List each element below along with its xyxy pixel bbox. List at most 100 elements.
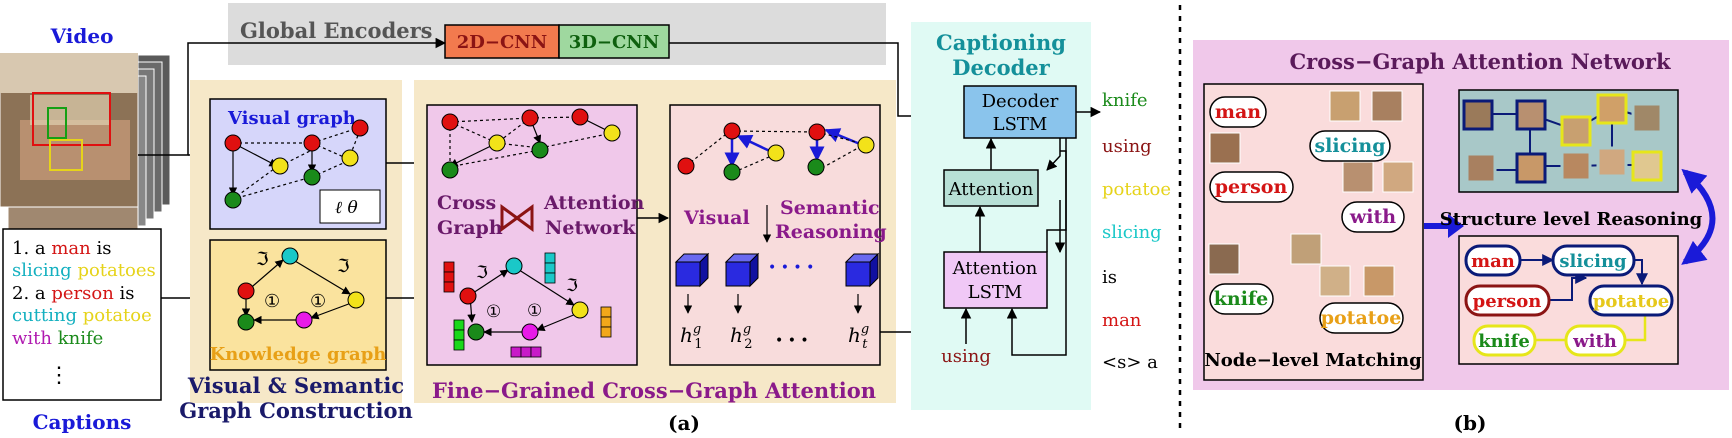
struct-word-knife: knife — [1478, 331, 1530, 352]
node-matching-word-pills — [1209, 96, 1405, 334]
word-slicing: slicing — [1314, 135, 1385, 157]
knowledge-graph-nodes — [237, 247, 365, 331]
cga-edge-label-3: ① — [486, 302, 501, 322]
captions-box — [2, 228, 162, 401]
struct-word-potatoe: potatoe — [1593, 291, 1669, 312]
output-word: man — [1102, 310, 1142, 331]
caption-segment: is — [114, 283, 135, 304]
cube-down-arrows — [683, 294, 863, 314]
caption-line-4: cutting potatoe — [12, 305, 152, 326]
structure-label: Structure level Reasoning — [1440, 209, 1703, 230]
bidirectional-curved-arrow — [1681, 168, 1716, 265]
panel-a-label: (a) — [668, 411, 700, 435]
bowtie-icon — [500, 204, 534, 232]
cnn3d-box — [558, 24, 670, 59]
cga-edge-label-2: ℑ — [566, 276, 578, 296]
feature-bar-magenta — [510, 346, 542, 358]
decoder-title-1: Captioning — [936, 30, 1066, 55]
feature-bar-cyan — [544, 252, 556, 284]
output-word: knife — [1102, 90, 1148, 111]
struct-word-slicing: slicing — [1559, 251, 1627, 272]
output-word: <s> a — [1102, 352, 1158, 373]
feature-cube — [724, 252, 760, 288]
feature-bar-red — [443, 261, 455, 293]
decoder-lstm-label-1: Decoder — [982, 91, 1059, 112]
cga-left-label-1: Cross — [437, 192, 496, 214]
decoder-panel — [911, 22, 1091, 410]
panel-b-title: Cross−Graph Attention Network — [1289, 49, 1671, 74]
reasoning-semantic-label: Semantic — [780, 197, 880, 219]
attention-box — [943, 169, 1039, 207]
attention-lstm-label-1: Attention — [952, 258, 1038, 279]
feature-cube — [674, 252, 710, 288]
captions-label: Captions — [33, 410, 132, 434]
kg-edge-label-1: ℑ — [256, 249, 269, 270]
node-matching-label: Node−level Matching — [1204, 350, 1422, 371]
word-with: with — [1349, 206, 1396, 228]
output-word: is — [1102, 267, 1117, 288]
output-word: slicing — [1102, 222, 1162, 243]
caption-line-2: slicing potatoes — [12, 260, 156, 281]
cga-right-label-2: Network — [545, 217, 636, 239]
cga-edge-label-1: ℑ — [476, 263, 488, 283]
svg-text:hgt: hgt — [848, 322, 869, 352]
decoder-lstm-box — [963, 85, 1077, 139]
caption-segment: with — [12, 328, 52, 349]
attention-lstm-box — [943, 251, 1048, 309]
feature-cubes — [674, 252, 880, 288]
caption-segment: cutting — [12, 305, 77, 326]
cnn3d-label: 3D−CNN — [569, 32, 659, 53]
vsgc-label-line1: Visual & Semantic — [187, 373, 404, 398]
caption-segment: 1. a — [12, 238, 51, 259]
vsgc-label-line2: Graph Construction — [179, 398, 412, 423]
cga-edge-label-4: ① — [527, 301, 542, 321]
video-label: Video — [50, 24, 114, 48]
word-man: man — [1215, 101, 1261, 123]
caption-line-5: with knife — [12, 328, 103, 349]
struct-word-man: man — [1471, 251, 1515, 272]
word-potatoe: potatoe — [1321, 307, 1402, 329]
structure-word-pills — [1464, 244, 1674, 357]
node-matching-thumbs — [1208, 90, 1414, 297]
output-word: using — [1102, 136, 1152, 157]
cube-dots: • • • • — [768, 260, 814, 276]
caption-segment: man — [51, 238, 91, 259]
word-person: person — [1215, 176, 1288, 198]
hidden-dots: • • • — [775, 333, 809, 349]
caption-segment: slicing — [12, 260, 72, 281]
kg-edge-label-4: ① — [310, 291, 326, 312]
geometry-inset-symbols: ℓ θ — [335, 198, 358, 218]
edge-person-slicing — [1549, 272, 1588, 301]
visual-graph-title: Visual graph — [227, 108, 356, 129]
fine-grained-label: Fine−Grained Cross−Graph Attention — [432, 378, 876, 403]
word-knife: knife — [1214, 288, 1268, 310]
reasoning-visual-label: Visual — [683, 207, 750, 229]
output-word: potatoe — [1102, 179, 1171, 200]
feature-cube — [844, 252, 880, 288]
decoder-input-word: using — [941, 346, 991, 367]
struct-word-with: with — [1572, 331, 1617, 352]
global-encoders-label: Global Encoders — [240, 18, 433, 43]
feature-bar-green — [453, 319, 465, 351]
cga-bottom-nodes — [459, 257, 589, 341]
panel-b-label: (b) — [1454, 411, 1487, 435]
matching-to-reasoning-arrow — [1424, 214, 1464, 238]
svg-text:hg1: hg1 — [680, 322, 703, 352]
edge-with-potatoe — [1625, 315, 1647, 342]
video-frames — [0, 52, 171, 234]
struct-word-person: person — [1473, 291, 1542, 312]
decoder-title-2: Decoder — [952, 55, 1050, 80]
caption-segment: potatoes — [72, 260, 156, 281]
structure-image-nodes — [1462, 93, 1663, 184]
caption-line-3: 2. a person is — [12, 283, 135, 304]
attention-lstm-label-2: LSTM — [968, 282, 1023, 303]
output-words: knife using potatoe slicing is man <s> a — [1102, 90, 1171, 373]
arrow-video-to-encoders — [138, 37, 447, 156]
decoder-arrows — [960, 106, 1102, 356]
decoder-lstm-label-2: LSTM — [993, 114, 1048, 135]
svg-text:hg2: hg2 — [730, 322, 753, 352]
attention-label: Attention — [948, 179, 1034, 200]
caption-line-1: 1. a man is — [12, 238, 111, 259]
